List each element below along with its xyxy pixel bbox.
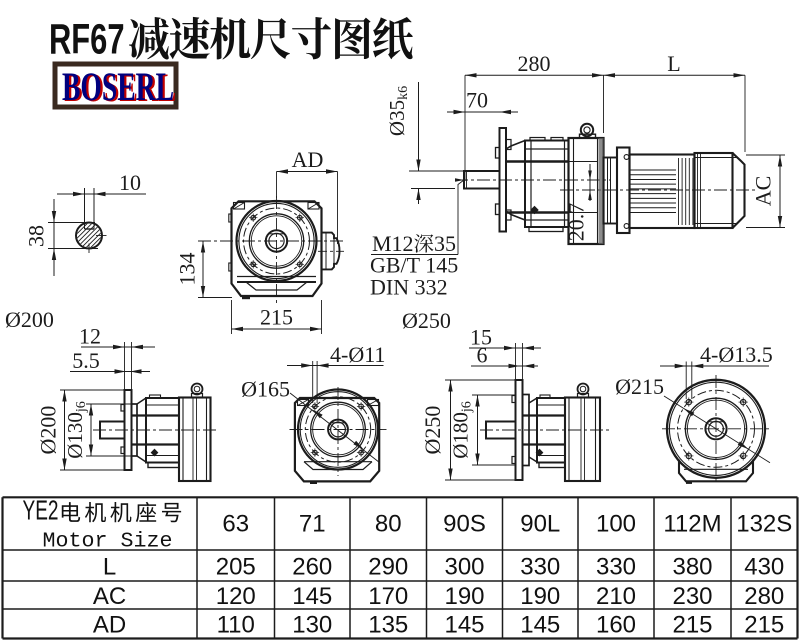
svg-text:260: 260 bbox=[292, 553, 332, 580]
svg-text:190: 190 bbox=[520, 583, 560, 610]
svg-text:80: 80 bbox=[375, 511, 402, 538]
svg-text:132S: 132S bbox=[736, 511, 792, 538]
svg-text:5.5: 5.5 bbox=[72, 348, 100, 373]
svg-text:145: 145 bbox=[292, 583, 332, 610]
svg-text:RF67: RF67 bbox=[49, 17, 125, 64]
svg-text:380: 380 bbox=[672, 553, 712, 580]
svg-text:430: 430 bbox=[744, 553, 784, 580]
svg-text:AD: AD bbox=[93, 611, 126, 638]
svg-text:BOSERL: BOSERL bbox=[62, 64, 174, 109]
svg-text:170: 170 bbox=[368, 583, 408, 610]
svg-text:215: 215 bbox=[260, 305, 293, 330]
svg-text:6: 6 bbox=[477, 343, 488, 368]
svg-text:Ø250: Ø250 bbox=[420, 406, 445, 455]
svg-text:215: 215 bbox=[672, 611, 712, 638]
svg-text:230: 230 bbox=[672, 583, 712, 610]
svg-text:Ø200: Ø200 bbox=[5, 307, 54, 332]
svg-text:120: 120 bbox=[216, 583, 256, 610]
svg-text:330: 330 bbox=[596, 553, 636, 580]
svg-text:GB/T 145: GB/T 145 bbox=[370, 253, 458, 278]
svg-text:71: 71 bbox=[299, 511, 326, 538]
svg-text:210: 210 bbox=[596, 583, 636, 610]
svg-text:4-Ø11: 4-Ø11 bbox=[330, 342, 385, 367]
svg-text:290: 290 bbox=[368, 553, 408, 580]
svg-text:BOSERL: BOSERL bbox=[64, 65, 176, 110]
svg-text:160: 160 bbox=[596, 611, 636, 638]
svg-text:Motor Size: Motor Size bbox=[43, 530, 173, 554]
svg-text:10: 10 bbox=[119, 170, 141, 195]
svg-text:M12: M12 bbox=[372, 231, 414, 256]
svg-text:4-Ø13.5: 4-Ø13.5 bbox=[700, 342, 773, 367]
svg-text:AD: AD bbox=[292, 147, 324, 172]
svg-text:145: 145 bbox=[520, 611, 560, 638]
svg-text:134: 134 bbox=[175, 253, 200, 286]
svg-text:Ø130j6: Ø130j6 bbox=[63, 401, 89, 459]
svg-text:90L: 90L bbox=[520, 511, 560, 538]
svg-text:90S: 90S bbox=[443, 511, 486, 538]
svg-text:35: 35 bbox=[434, 231, 456, 256]
svg-text:145: 145 bbox=[444, 611, 484, 638]
svg-text:70: 70 bbox=[466, 88, 488, 113]
svg-text:AC: AC bbox=[93, 583, 126, 610]
svg-text:280: 280 bbox=[744, 583, 784, 610]
svg-text:DIN 332: DIN 332 bbox=[370, 275, 448, 300]
svg-text:110: 110 bbox=[217, 611, 255, 638]
svg-text:130: 130 bbox=[292, 611, 332, 638]
svg-text:20.7: 20.7 bbox=[564, 203, 589, 242]
svg-text:L: L bbox=[667, 51, 680, 76]
svg-text:Ø215: Ø215 bbox=[615, 374, 664, 399]
svg-text:AC: AC bbox=[751, 176, 776, 207]
svg-text:12: 12 bbox=[79, 324, 101, 349]
svg-text:112M: 112M bbox=[663, 511, 721, 538]
svg-text:15: 15 bbox=[470, 325, 492, 350]
svg-text:135: 135 bbox=[368, 611, 408, 638]
svg-text:280: 280 bbox=[518, 51, 551, 76]
svg-text:63: 63 bbox=[222, 511, 249, 538]
svg-text:Ø35k6: Ø35k6 bbox=[385, 86, 411, 136]
svg-text:100: 100 bbox=[596, 511, 636, 538]
svg-text:L: L bbox=[103, 553, 116, 580]
svg-text:190: 190 bbox=[444, 583, 484, 610]
svg-text:Ø200: Ø200 bbox=[36, 406, 61, 455]
svg-text:Ø250: Ø250 bbox=[402, 308, 451, 333]
svg-text:330: 330 bbox=[520, 553, 560, 580]
svg-text:215: 215 bbox=[744, 611, 784, 638]
svg-text:YE2: YE2 bbox=[23, 495, 59, 526]
svg-text:38: 38 bbox=[24, 225, 49, 247]
svg-text:205: 205 bbox=[216, 553, 256, 580]
svg-text:Ø165: Ø165 bbox=[241, 377, 290, 402]
svg-text:Ø180j6: Ø180j6 bbox=[449, 401, 475, 459]
svg-text:300: 300 bbox=[444, 553, 484, 580]
